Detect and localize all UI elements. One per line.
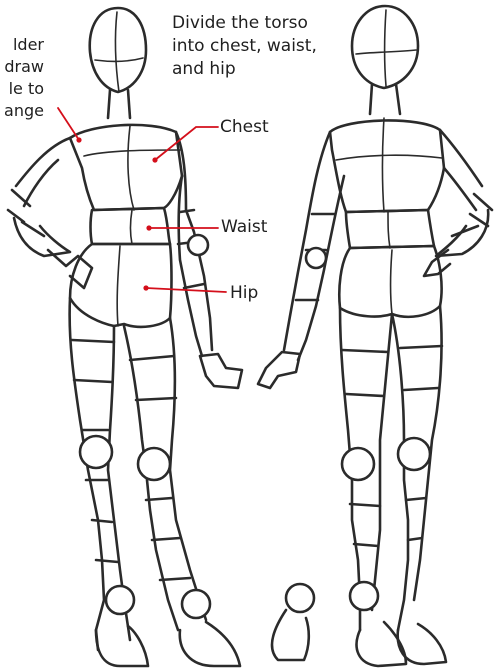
side-note-line: ange xyxy=(0,100,44,122)
instruction-line: into chest, waist, xyxy=(172,35,317,58)
side-note-line: lder xyxy=(0,34,44,56)
hip-label: Hip xyxy=(230,283,258,303)
side-note-line: le to xyxy=(0,78,44,100)
instruction-line: and hip xyxy=(172,58,317,81)
instruction-text: Divide the torso into chest, waist, and … xyxy=(172,12,317,81)
waist-label: Waist xyxy=(221,217,267,237)
side-note-line: draw xyxy=(0,56,44,78)
instruction-line: Divide the torso xyxy=(172,12,317,35)
front-chest xyxy=(70,125,182,210)
back-figure xyxy=(258,6,492,666)
side-note: lder draw le to ange xyxy=(0,34,44,122)
chest-label: Chest xyxy=(220,117,269,137)
